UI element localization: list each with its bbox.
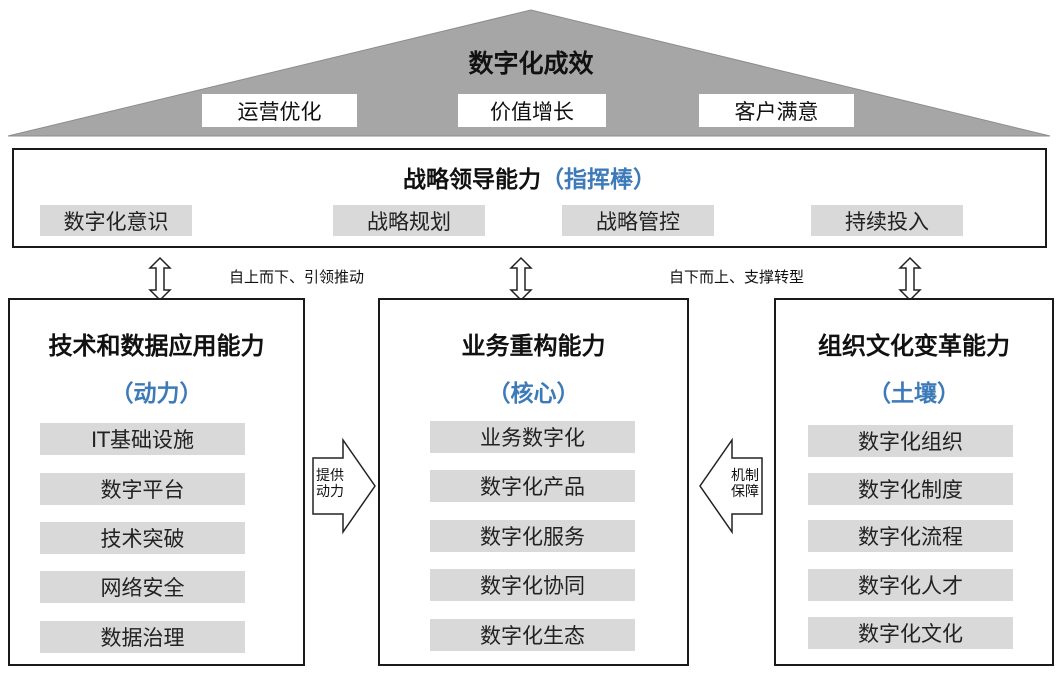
left-arrow-label-line2: 保障 — [731, 484, 759, 500]
left-arrow-label: 机制 保障 — [730, 468, 760, 500]
double-arrow-right — [898, 256, 922, 302]
pillar-3-item-system: 数字化制度 — [808, 473, 1013, 505]
pillar-2-item-ecosystem: 数字化生态 — [430, 619, 635, 651]
strategy-title-row: 战略领导能力（指挥棒） — [14, 160, 1045, 194]
right-arrow-label-line2: 动力 — [316, 484, 344, 500]
left-block-arrow — [699, 437, 763, 535]
right-arrow-label-line1: 提供 — [316, 468, 344, 484]
pillar-2-item-business: 业务数字化 — [430, 421, 635, 453]
double-arrow-center — [509, 256, 533, 302]
strategy-subtitle: （指挥棒） — [541, 167, 656, 193]
pillar-1-item-breakthrough: 技术突破 — [40, 522, 245, 554]
left-arrow-label-line1: 机制 — [731, 468, 759, 484]
pillar-2-item-collaboration: 数字化协同 — [430, 569, 635, 601]
pillar-title: 技术和数据应用能力 — [48, 332, 265, 360]
roof-chip-customer: 客户满意 — [699, 94, 854, 127]
double-arrow-left — [148, 256, 172, 302]
roof-chip-value: 价值增长 — [458, 94, 606, 127]
roof-title: 数字化成效 — [468, 49, 594, 78]
pillar-3-item-talent: 数字化人才 — [808, 569, 1013, 601]
pillar-2-item-service: 数字化服务 — [430, 520, 635, 552]
strategy-chip-investment: 持续投入 — [811, 205, 963, 236]
right-arrow-label: 提供 动力 — [315, 468, 345, 500]
pillar-subtitle: （土壤） — [868, 381, 960, 407]
pillar-1-item-governance: 数据治理 — [40, 621, 245, 653]
pillar-1-item-security: 网络安全 — [40, 571, 245, 603]
pillar-title: 组织文化变革能力 — [818, 332, 1010, 360]
strategy-title: 战略领导能力 — [403, 167, 541, 193]
pillar-1-item-platform: 数字平台 — [40, 473, 245, 505]
pillar-3-item-culture: 数字化文化 — [808, 617, 1013, 649]
strategy-chip-awareness: 数字化意识 — [40, 205, 192, 236]
right-block-arrow — [312, 437, 376, 535]
flow-bottom-up: 自下而上、支撑转型 — [669, 268, 805, 286]
pillar-subtitle: （动力） — [110, 381, 203, 407]
pillar-3-item-organization: 数字化组织 — [808, 425, 1013, 457]
pillar-subtitle: （核心） — [487, 381, 580, 407]
pillar-3-item-process: 数字化流程 — [808, 520, 1013, 552]
pillar-2-item-product: 数字化产品 — [430, 470, 635, 502]
pillar-1-item-it: IT基础设施 — [40, 423, 245, 455]
roof-chip-operations: 运营优化 — [202, 94, 357, 127]
pillar-title: 业务重构能力 — [461, 332, 606, 360]
strategy-chip-control: 战略管控 — [562, 205, 714, 236]
flow-top-down: 自上而下、引领推动 — [229, 268, 365, 286]
strategy-chip-planning: 战略规划 — [333, 205, 485, 236]
